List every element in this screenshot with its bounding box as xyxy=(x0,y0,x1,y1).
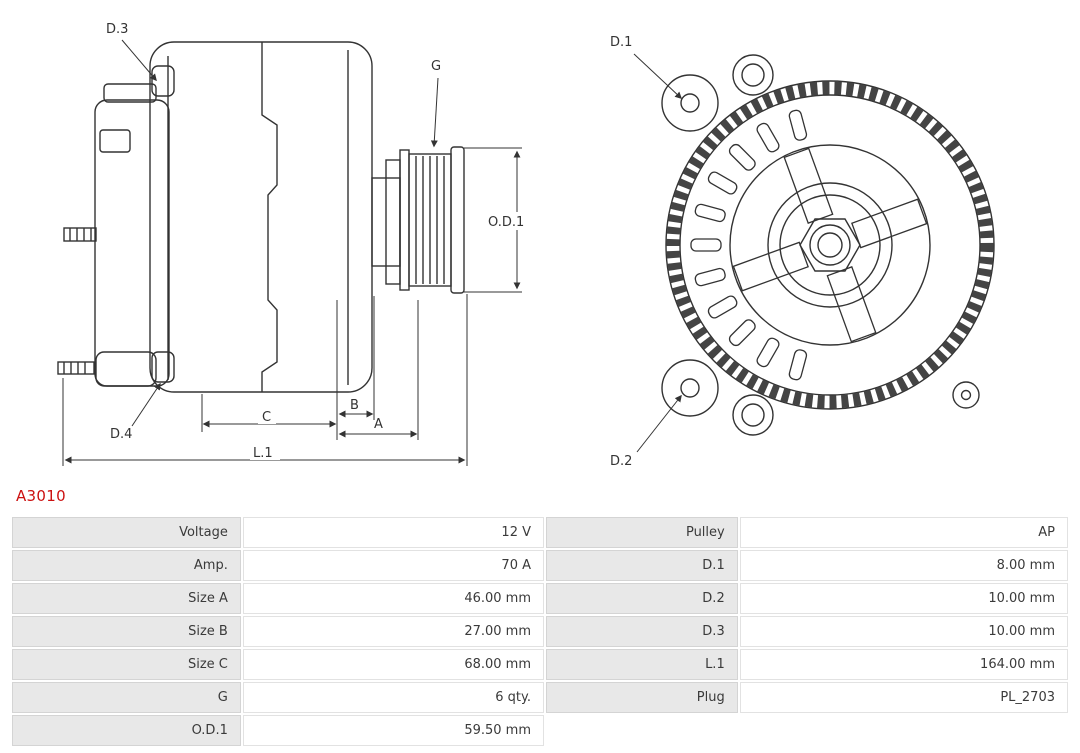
spec-value: 10.00 mm xyxy=(739,583,1068,614)
spec-label: D.2 xyxy=(546,583,738,614)
spec-label: Plug xyxy=(546,682,738,713)
spec-label: Size C xyxy=(12,649,241,680)
spec-value: 6 qty. xyxy=(242,682,544,713)
spec-value: 59.50 mm xyxy=(242,715,544,746)
spec-value: 10.00 mm xyxy=(739,616,1068,647)
table-row: Amp. 70 A D.1 8.00 mm xyxy=(12,550,1068,581)
side-view-labels: D.3 G O.D.1 D.4 C B A L.1 xyxy=(106,22,536,461)
label-d1: D.1 xyxy=(610,35,632,50)
spec-label xyxy=(546,715,738,746)
table-row: O.D.1 59.50 mm xyxy=(12,715,1068,746)
label-a: A xyxy=(374,417,383,432)
spec-label: Size A xyxy=(12,583,241,614)
label-b: B xyxy=(350,398,359,413)
spec-value: PL_2703 xyxy=(739,682,1068,713)
spec-label: O.D.1 xyxy=(12,715,241,746)
front-view-labels: D.1 D.2 xyxy=(610,35,632,469)
alternator-drawing: D.3 G O.D.1 D.4 C B A L.1 xyxy=(57,22,995,469)
spec-label: D.3 xyxy=(546,616,738,647)
spec-value: 8.00 mm xyxy=(739,550,1068,581)
spec-value: 27.00 mm xyxy=(242,616,544,647)
part-number: A3010 xyxy=(16,487,66,505)
label-l1: L.1 xyxy=(253,446,273,461)
label-od1: O.D.1 xyxy=(488,215,524,230)
spec-label: Pulley xyxy=(546,517,738,548)
label-c: C xyxy=(262,410,271,425)
label-d4: D.4 xyxy=(110,427,132,442)
spec-value: 164.00 mm xyxy=(739,649,1068,680)
spec-value xyxy=(740,715,1068,746)
label-d2: D.2 xyxy=(610,454,632,469)
technical-diagram: D.3 G O.D.1 D.4 C B A L.1 xyxy=(57,22,995,469)
front-view-dimensions xyxy=(633,53,683,453)
spec-label: L.1 xyxy=(546,649,738,680)
side-view-dimensions xyxy=(62,39,522,466)
spec-label: Voltage xyxy=(12,517,241,548)
table-row: Size B 27.00 mm D.3 10.00 mm xyxy=(12,616,1068,647)
table-row: Size A 46.00 mm D.2 10.00 mm xyxy=(12,583,1068,614)
spec-table: Voltage 12 V Pulley AP Amp. 70 A D.1 8.0… xyxy=(10,515,1070,748)
spec-label: Amp. xyxy=(12,550,241,581)
spec-value: 46.00 mm xyxy=(242,583,544,614)
table-row: Voltage 12 V Pulley AP xyxy=(12,517,1068,548)
spec-label: Size B xyxy=(12,616,241,647)
spec-value: AP xyxy=(739,517,1068,548)
label-g: G xyxy=(431,59,441,74)
front-view xyxy=(661,54,995,436)
spec-value: 12 V xyxy=(242,517,544,548)
label-d3: D.3 xyxy=(106,22,128,37)
spec-value: 70 A xyxy=(242,550,544,581)
table-row: Size C 68.00 mm L.1 164.00 mm xyxy=(12,649,1068,680)
table-row: G 6 qty. Plug PL_2703 xyxy=(12,682,1068,713)
side-view xyxy=(57,41,465,393)
spec-value: 68.00 mm xyxy=(242,649,544,680)
spec-label: D.1 xyxy=(546,550,738,581)
spec-label: G xyxy=(12,682,241,713)
